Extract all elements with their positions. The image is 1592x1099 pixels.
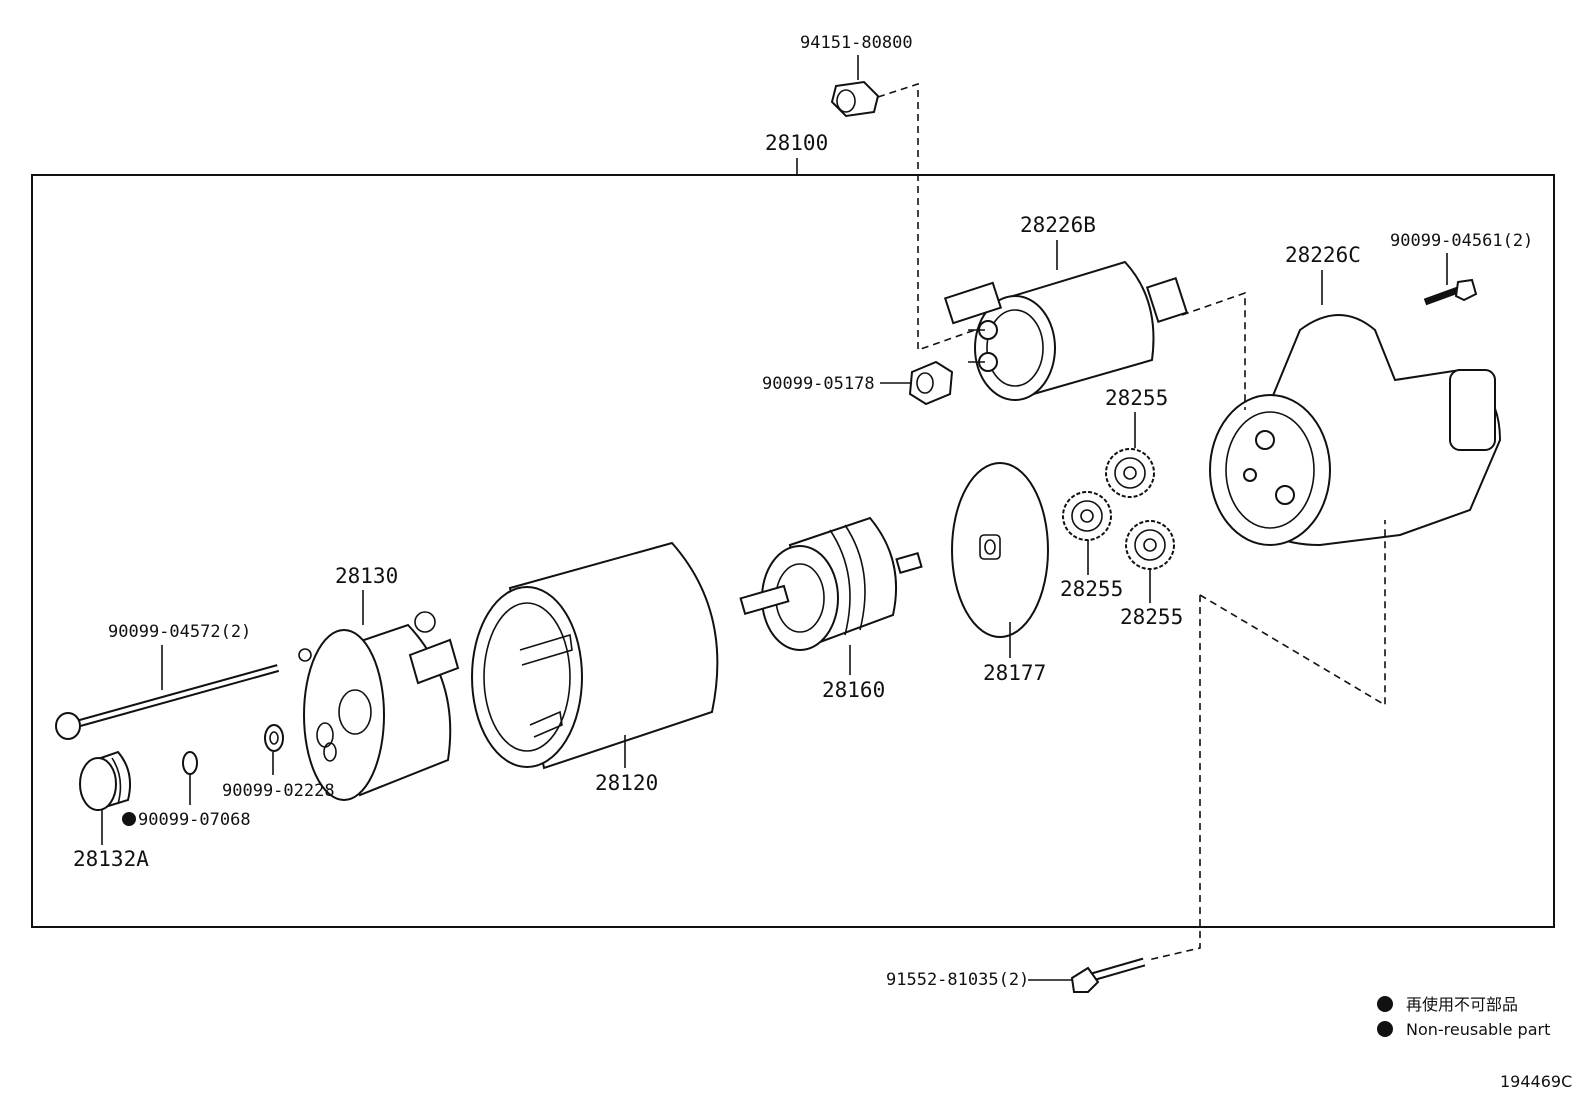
washer-part	[264, 724, 284, 752]
label-90099-02228[interactable]: 90099-02228	[222, 781, 335, 801]
label-91552-81035[interactable]: 91552-81035(2)	[886, 970, 1029, 990]
legend-text-en: Non-reusable part	[1406, 1020, 1550, 1039]
planetary-plate-part	[951, 462, 1049, 638]
label-90099-04572[interactable]: 90099-04572(2)	[108, 622, 251, 642]
armature-part	[739, 516, 923, 651]
through-bolt-part	[55, 664, 280, 740]
terminal-nut-part	[908, 360, 954, 406]
legend-marker-en	[1377, 1021, 1393, 1037]
label-28255-mid[interactable]: 28255	[1060, 577, 1123, 601]
solenoid-switch-part	[943, 260, 1189, 401]
label-94151-80800[interactable]: 94151-80800	[800, 33, 913, 53]
yoke-part	[471, 541, 719, 770]
idler-gear-right-part	[1125, 520, 1175, 570]
label-28255-right[interactable]: 28255	[1120, 605, 1183, 629]
mount-bolt-part	[1070, 957, 1146, 993]
snap-ring-part	[182, 751, 198, 775]
idler-gear-mid-part	[1062, 491, 1112, 541]
label-28226C[interactable]: 28226C	[1285, 243, 1361, 267]
legend-text-jp: 再使用不可部品	[1406, 995, 1518, 1014]
end-cap-part	[79, 750, 131, 811]
assembly-number: 28100	[765, 131, 828, 155]
assembly-frame	[31, 174, 1555, 928]
label-90099-05178[interactable]: 90099-05178	[762, 374, 875, 394]
brush-holder-part	[298, 611, 460, 801]
label-90099-04561[interactable]: 90099-04561(2)	[1390, 231, 1533, 251]
label-28177[interactable]: 28177	[983, 661, 1046, 685]
idler-gear-top-part	[1105, 448, 1155, 498]
label-90099-07068[interactable]: 90099-07068	[138, 810, 251, 830]
label-28120[interactable]: 28120	[595, 771, 658, 795]
nut-top-part	[830, 80, 880, 118]
label-28226B[interactable]: 28226B	[1020, 213, 1096, 237]
label-28255-top[interactable]: 28255	[1105, 386, 1168, 410]
figure-code: 194469C	[1500, 1072, 1572, 1091]
label-28160[interactable]: 28160	[822, 678, 885, 702]
non-reusable-marker	[122, 812, 136, 826]
housing-bolt-part	[1423, 278, 1478, 306]
legend-marker-jp	[1377, 996, 1393, 1012]
label-28130[interactable]: 28130	[335, 564, 398, 588]
drive-housing-part	[1209, 314, 1502, 547]
label-28132A[interactable]: 28132A	[73, 847, 149, 871]
